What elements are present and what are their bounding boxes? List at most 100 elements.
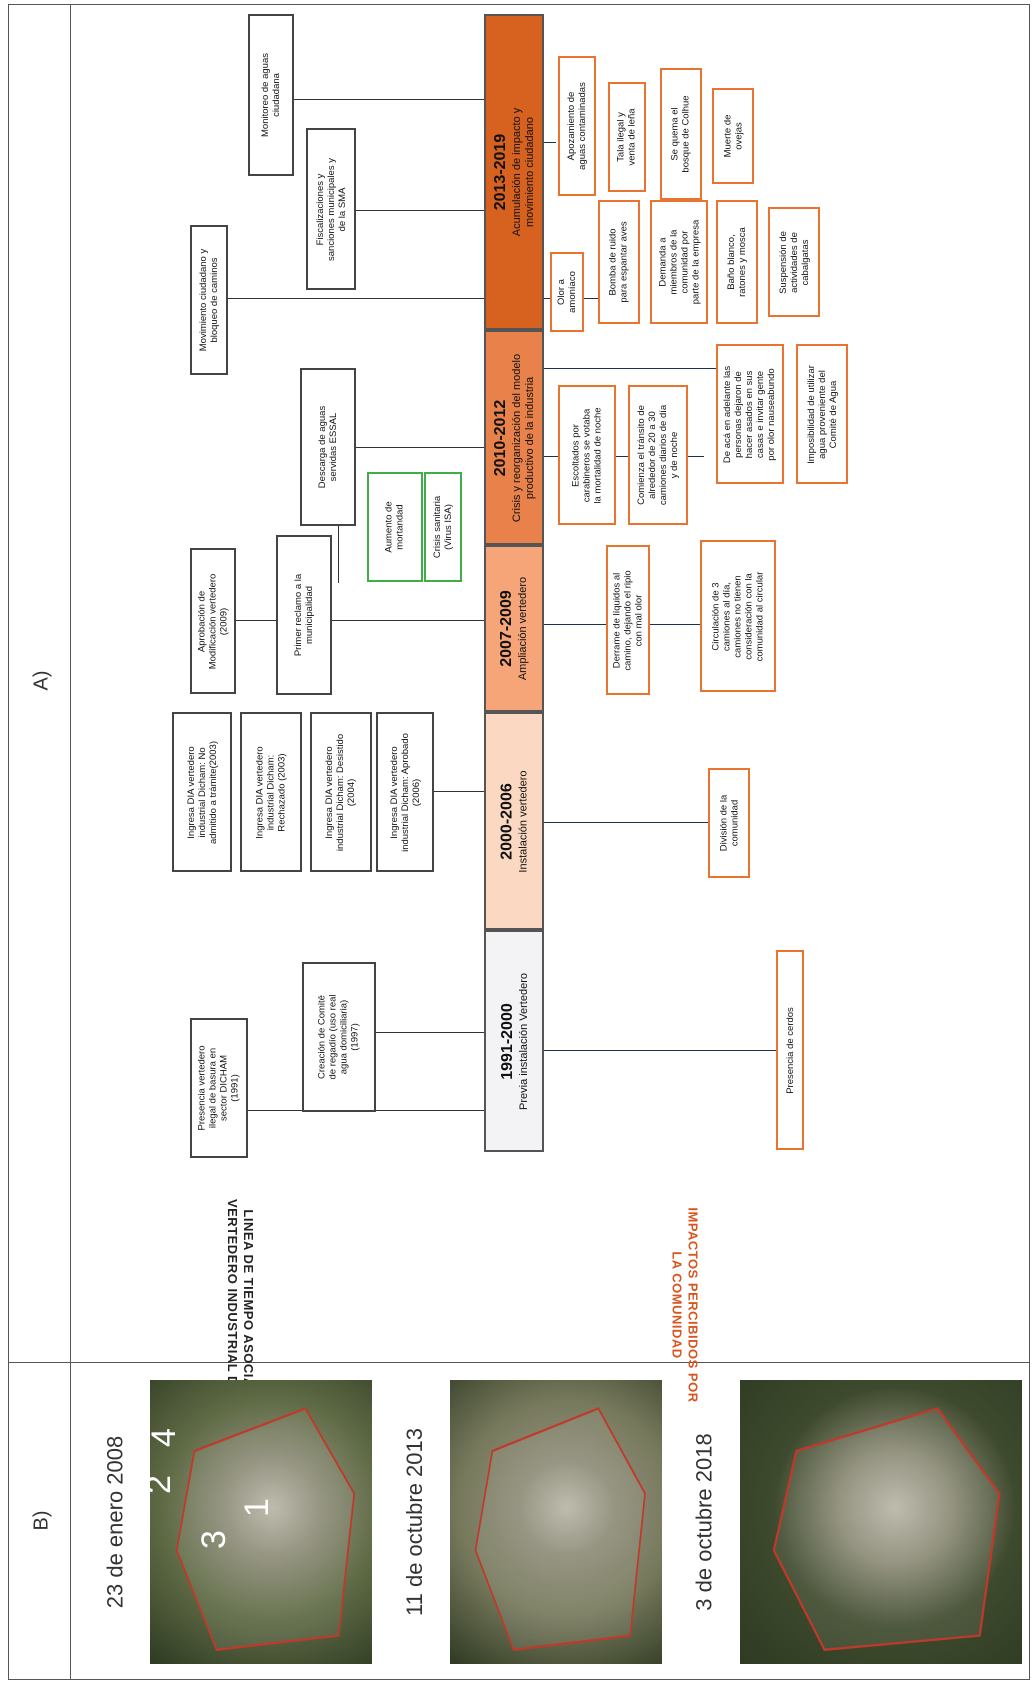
box-text-line: Presencia de cerdos [784,1006,796,1094]
connector-line [544,822,708,823]
box-text-line: venta de leña [627,108,639,166]
box-text-line: Fiscalizaciones y [314,173,326,245]
box-text-line: para espantar aves [619,221,630,303]
site-boundary-outline [175,1407,356,1652]
photo-marker-label: 4 [144,1428,183,1447]
photo-date: 23 de enero 2008 [102,1435,127,1609]
box-text-line: ilegal de basura en [208,1047,219,1129]
connector-line [294,99,484,100]
box-text-line: Modificación vertedero [207,573,219,669]
box-text-line: Crisis sanitaria [432,495,444,559]
box-text-line: (2006) [410,778,422,806]
photo-marker-label: 1 [237,1498,276,1517]
box-text-line: comunidad por [679,230,690,294]
photo-date: 11 de octubre 2013 [402,1428,427,1616]
box-text-line: aguas contaminadas [577,82,589,170]
period-title: Instalación vertedero [517,769,530,873]
box-text-line: Ingresa DIA vertedero [388,745,400,839]
box-text-line: Descarga de aguas [317,405,329,489]
box-text-line: (2004) [346,778,358,806]
box-text-line: (Virus ISA) [443,504,455,550]
box-text-line: Escoltados por [570,423,582,487]
box-text-line: Apozamiento de [566,91,578,161]
box-text-line: (1997) [350,1023,361,1051]
box-text-line: Ingresa DIA vertedero [324,745,336,839]
box-text-line: División de la [718,794,729,852]
box-text-line: Primer reclamo a la [293,573,305,657]
connector-line [226,298,484,299]
box-text-line: alrededor de 20 a 30 [647,411,658,499]
box-text-line: casas e invitar gente [755,370,767,458]
box-text-line: Rechazado (2003) [276,752,288,832]
site-boundary-outline [772,1407,1001,1652]
box-text-line: Presencia vertedero [197,1045,208,1131]
satellite-image [740,1380,1022,1664]
impact-box: Presencia de cerdos [776,950,804,1150]
period-years: 2010-2012 [492,399,510,476]
connector-line [376,1032,484,1033]
box-text-line: municipalidad [304,585,316,645]
box-text-line: Bomba de ruido [608,228,619,296]
event-box: Crisis sanitaria(Virus ISA) [424,472,462,582]
box-text-line: miembros de la [668,229,679,295]
period-years: 2013-2019 [492,133,509,211]
box-text-line: cabalgatas [799,239,811,285]
box-text-line: consideración con la [743,572,755,660]
box-text-line: Movimiento ciudadano y [198,248,210,352]
box-text-line: Ingresa DIA vertedero [185,745,197,839]
box-text-line: camiones diarios de día [658,404,669,506]
box-text-line: Comité de Agua [827,380,839,448]
box-text-line: Ingresa DIA vertedero [254,745,266,839]
photo-date: 3 de octubre 2018 [692,1433,717,1611]
box-text-line: Derrame de líquidos al [611,572,623,668]
box-text-line: (2009) [218,607,230,635]
box-text-line: sector DICHAM [219,1055,230,1121]
period-title: productivo de la industria [524,376,537,499]
box-text-line: Imposibilidad de utilizar [805,364,817,464]
box-text-line: industrial Dicham: Aprobado [399,732,411,852]
box-text-line: (1991) [230,1074,241,1102]
box-text-line: Circulación de 3 [710,581,722,651]
period-title: Acumulación de impacto y [511,107,523,237]
box-text-line: agua proveniente del [816,369,828,459]
box-text-line: industrial Dicham: Desistido [335,733,347,851]
box-text-line: Comienza el tránsito de [636,405,647,505]
period-years: 2000-2006 [498,782,516,860]
box-text-line: y de noche [669,431,680,479]
box-text-line: de regadío (uso real [328,994,339,1080]
photo-marker-label: 3 [194,1530,233,1549]
box-text-line: sanciones municipales y [325,157,337,261]
box-text-line: bloqueo de caminos [209,257,221,343]
box-text-line: Creación de Comité [317,995,328,1079]
connector-line [544,456,704,457]
connector-line [356,447,484,448]
photo-marker-label: 2 [139,1475,178,1494]
box-text-line: actividades de [788,231,800,293]
box-text-line: Monitoreo de aguas [260,53,272,137]
box-text-line: Aumento de [383,501,395,553]
period-years: 2007-2009 [498,590,516,667]
